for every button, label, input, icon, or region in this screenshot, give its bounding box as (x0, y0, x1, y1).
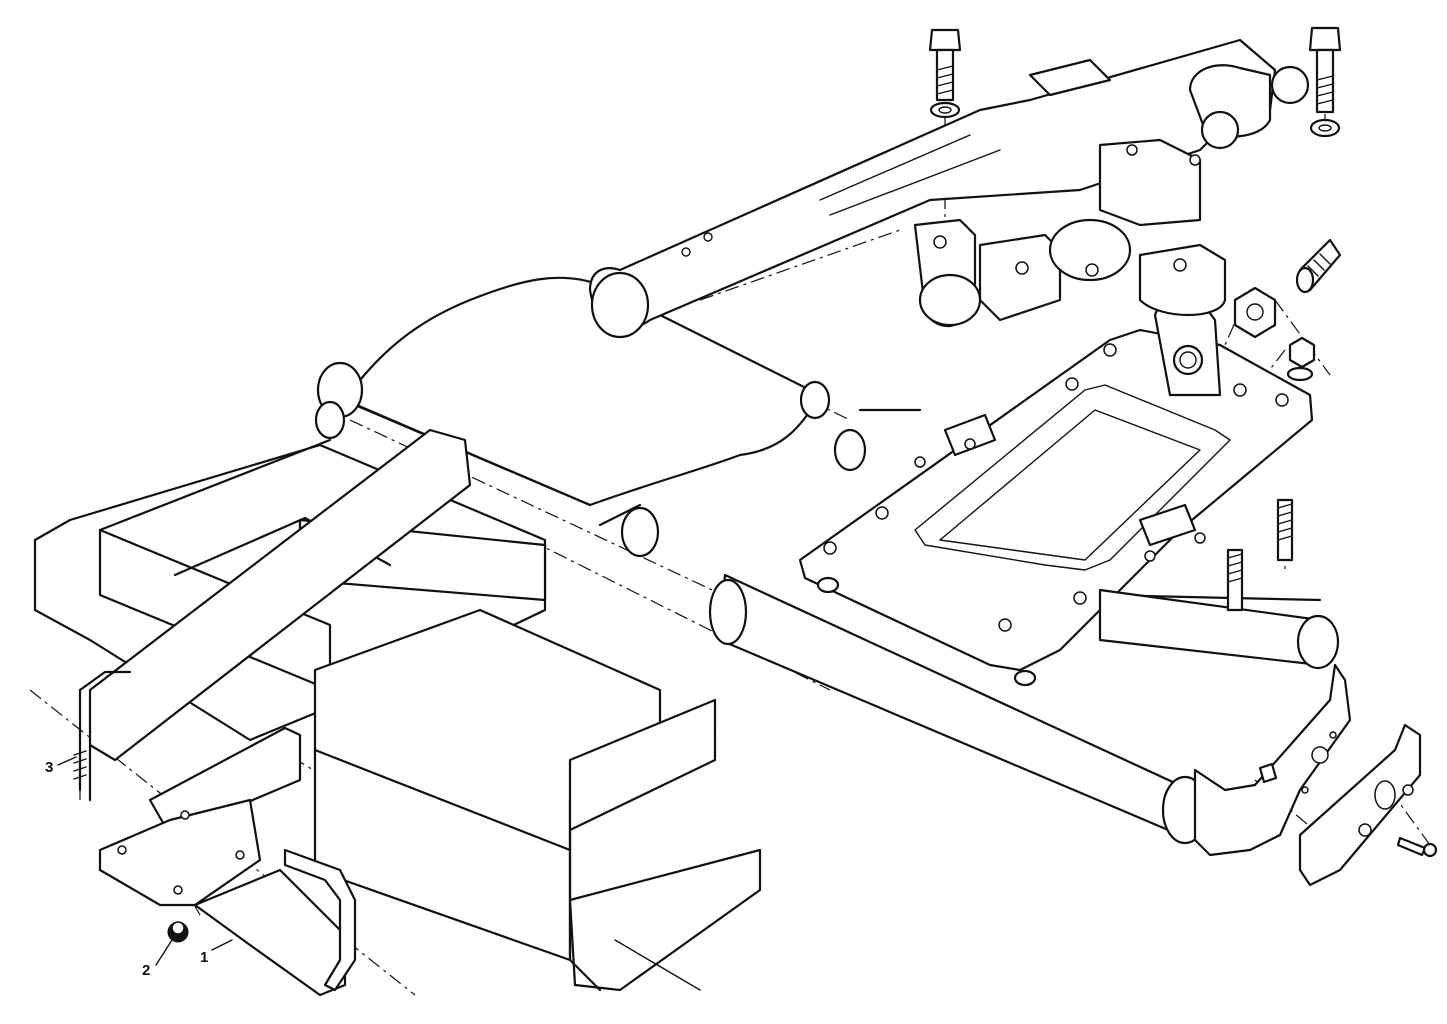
adjuster-mechanism (588, 38, 1310, 339)
u-bolt-studs (1226, 498, 1294, 612)
callout-2-label: 2 (142, 962, 150, 979)
screw-icon (1396, 836, 1438, 858)
callout-1: 1 (200, 939, 233, 966)
lock-washer-icon (929, 101, 961, 119)
nut-icon (1233, 286, 1277, 339)
callout-1-label: 1 (200, 949, 208, 966)
callout-2: 2 (142, 939, 173, 979)
seat-base-plate (798, 294, 1314, 687)
stud-icon (1295, 238, 1342, 294)
bolt-icon (1308, 26, 1342, 114)
u-bolt-icon (73, 670, 132, 792)
mounting-bracket-right (1193, 663, 1352, 857)
lower-cross-tube (708, 573, 1340, 845)
mounting-bracket-left (98, 726, 357, 997)
lock-washer-icon (1309, 118, 1341, 138)
plate-holes (823, 343, 1289, 632)
left-slide-rail (88, 428, 472, 802)
nut-icon (167, 921, 189, 943)
callout-3-label: 3 (45, 759, 53, 776)
nut-icon (1286, 336, 1316, 382)
clip-plate (1298, 723, 1422, 887)
bolt-icon (928, 28, 962, 102)
callout-3: 3 (45, 756, 77, 776)
